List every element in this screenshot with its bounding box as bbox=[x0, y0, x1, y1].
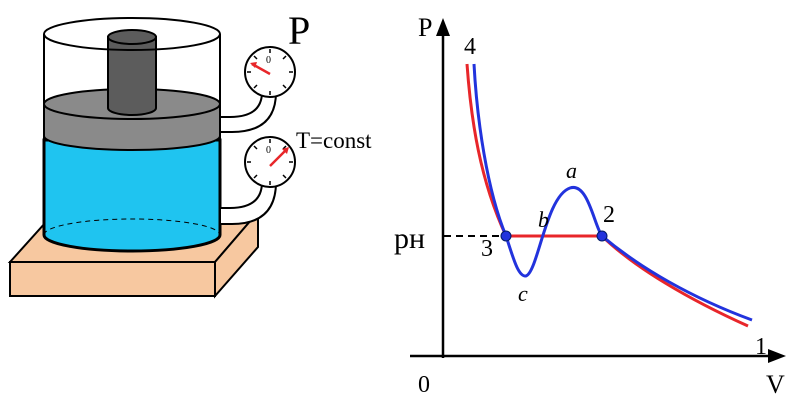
gauge-needle bbox=[269, 149, 287, 167]
liquid-body bbox=[42, 138, 222, 253]
temperature-gauge: 0 bbox=[244, 136, 296, 188]
real-isotherm bbox=[465, 63, 749, 328]
gauge-ticks bbox=[247, 49, 293, 95]
pressure-label: P bbox=[288, 8, 310, 53]
pv-graph: P V 0 pн 4 3 2 1 a b c bbox=[394, 13, 786, 399]
point-c-label: c bbox=[518, 281, 528, 306]
y-axis-label: P bbox=[418, 13, 432, 42]
upper-gauge-tube bbox=[219, 91, 278, 133]
axes bbox=[410, 18, 786, 363]
gauge-ticks bbox=[247, 139, 293, 185]
gauge-zero-label: 0 bbox=[266, 145, 271, 156]
gauge-needle-tip bbox=[250, 62, 257, 68]
point-1-label: 1 bbox=[755, 334, 767, 360]
gauge-needle-tip bbox=[282, 147, 289, 154]
point-4-label: 4 bbox=[464, 34, 476, 60]
van-der-waals-isotherm bbox=[472, 63, 753, 322]
liquid bbox=[42, 138, 222, 253]
stand-front bbox=[9, 261, 216, 297]
point-a-label: a bbox=[566, 158, 577, 183]
x-axis-arrow bbox=[768, 349, 786, 363]
pressure-gauge: 0 bbox=[244, 46, 296, 98]
point-2-label: 2 bbox=[603, 202, 615, 228]
gauge-zero-label: 0 bbox=[266, 55, 271, 66]
x-axis-label: V bbox=[766, 370, 785, 399]
temperature-label: T=const bbox=[296, 128, 372, 153]
origin-label: 0 bbox=[418, 372, 430, 398]
point-3-label: 3 bbox=[481, 236, 493, 262]
piston-rod bbox=[107, 29, 157, 116]
lower-gauge-tube bbox=[219, 181, 278, 225]
point-3-marker bbox=[500, 230, 512, 242]
point-b-label: b bbox=[538, 207, 549, 232]
liquid-bottom-dashed-edge bbox=[43, 218, 221, 236]
point-2-marker bbox=[596, 230, 608, 242]
saturation-pressure-label: pн bbox=[394, 222, 425, 255]
y-axis-arrow bbox=[436, 18, 450, 36]
apparatus: 0 0 P T=const bbox=[7, 8, 372, 299]
